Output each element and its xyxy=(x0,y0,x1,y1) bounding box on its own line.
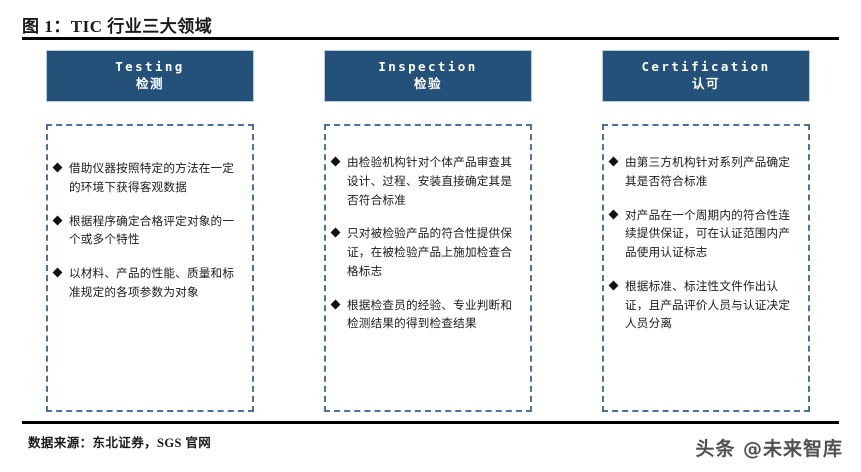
bullet-list-testing: 借助仪器按照特定的方法在一定的环境下获得客观数据 根据程序确定合格评定对象的一个… xyxy=(52,160,242,303)
diamond-bullet-icon xyxy=(330,227,341,238)
list-item-text: 以材料、产品的性能、质量和标准规定的各项参数为对象 xyxy=(69,267,235,299)
watermark: 头条 @未来智库 xyxy=(695,438,843,460)
column-certification: Certification 认可 由第三方机构针对系列产品确定其是否符合标准 对… xyxy=(602,50,810,412)
diamond-bullet-icon xyxy=(52,215,63,226)
column-header-cn: 认可 xyxy=(691,76,720,92)
bullet-list-inspection: 由检验机构针对个体产品审查其设计、过程、安装直接确定其是否符合标准 只对被检验产… xyxy=(330,154,520,335)
list-item: 根据标准、标注性文件作出认证，且产品评价人员与认证决定人员分离 xyxy=(608,278,798,334)
column-header-certification: Certification 认可 xyxy=(602,50,810,102)
column-header-en: Testing xyxy=(115,58,185,74)
list-item-text: 由第三方机构针对系列产品确定其是否符合标准 xyxy=(625,156,791,188)
diamond-bullet-icon xyxy=(330,156,341,167)
list-item-text: 根据程序确定合格评定对象的一个或多个特性 xyxy=(69,214,235,247)
diamond-bullet-icon xyxy=(330,299,341,310)
spacer xyxy=(324,102,532,124)
list-item-text: 只对被检验产品的符合性提供保证，在被检验产品上施加检查合格标志 xyxy=(347,227,513,278)
diamond-bullet-icon xyxy=(608,280,619,291)
source-note: 数据来源：东北证券，SGS 官网 xyxy=(28,436,212,450)
list-item-text: 根据检查员的经验、专业判断和检测结果的得到检查结果 xyxy=(347,298,513,331)
diamond-bullet-icon xyxy=(608,209,619,220)
column-header-cn: 检验 xyxy=(413,76,442,92)
list-item-text: 对产品在一个周期内的符合性连续提供保证，可在认证范围内产品使用认证标志 xyxy=(625,208,791,260)
list-item-text: 根据标准、标注性文件作出认证，且产品评价人员与认证决定人员分离 xyxy=(625,279,791,331)
footer-divider xyxy=(22,421,839,424)
diamond-bullet-icon xyxy=(52,162,63,173)
column-header-en: Inspection xyxy=(378,58,478,74)
list-item: 根据检查员的经验、专业判断和检测结果的得到检查结果 xyxy=(330,297,520,335)
spacer xyxy=(46,102,254,124)
diamond-bullet-icon xyxy=(608,156,619,167)
column-body-testing: 借助仪器按照特定的方法在一定的环境下获得客观数据 根据程序确定合格评定对象的一个… xyxy=(46,124,254,412)
list-item: 只对被检验产品的符合性提供保证，在被检验产品上施加检查合格标志 xyxy=(330,225,520,281)
list-item: 以材料、产品的性能、质量和标准规定的各项参数为对象 xyxy=(52,265,242,303)
tic-columns: Testing 检测 借助仪器按照特定的方法在一定的环境下获得客观数据 根据程序… xyxy=(46,50,810,412)
list-item: 借助仪器按照特定的方法在一定的环境下获得客观数据 xyxy=(52,160,242,198)
column-header-testing: Testing 检测 xyxy=(46,50,254,102)
column-header-inspection: Inspection 检验 xyxy=(324,50,532,102)
column-header-cn: 检测 xyxy=(135,76,164,92)
column-header-en: Certification xyxy=(641,58,771,74)
bullet-list-certification: 由第三方机构针对系列产品确定其是否符合标准 对产品在一个周期内的符合性连续提供保… xyxy=(608,154,798,334)
column-body-certification: 由第三方机构针对系列产品确定其是否符合标准 对产品在一个周期内的符合性连续提供保… xyxy=(602,124,810,412)
column-inspection: Inspection 检验 由检验机构针对个体产品审查其设计、过程、安装直接确定… xyxy=(324,50,532,412)
figure-title-row: 图 1：TIC 行业三大领域 xyxy=(22,10,839,38)
list-item-text: 由检验机构针对个体产品审查其设计、过程、安装直接确定其是否符合标准 xyxy=(347,156,513,207)
list-item-text: 借助仪器按照特定的方法在一定的环境下获得客观数据 xyxy=(69,162,235,194)
list-item: 由第三方机构针对系列产品确定其是否符合标准 xyxy=(608,154,798,192)
spacer xyxy=(602,102,810,124)
column-body-inspection: 由检验机构针对个体产品审查其设计、过程、安装直接确定其是否符合标准 只对被检验产… xyxy=(324,124,532,412)
page-title: 图 1：TIC 行业三大领域 xyxy=(22,16,213,36)
diamond-bullet-icon xyxy=(52,267,63,278)
list-item: 根据程序确定合格评定对象的一个或多个特性 xyxy=(52,213,242,251)
column-testing: Testing 检测 借助仪器按照特定的方法在一定的环境下获得客观数据 根据程序… xyxy=(46,50,254,412)
list-item: 对产品在一个周期内的符合性连续提供保证，可在认证范围内产品使用认证标志 xyxy=(608,207,798,263)
title-divider xyxy=(22,37,839,40)
list-item: 由检验机构针对个体产品审查其设计、过程、安装直接确定其是否符合标准 xyxy=(330,154,520,210)
